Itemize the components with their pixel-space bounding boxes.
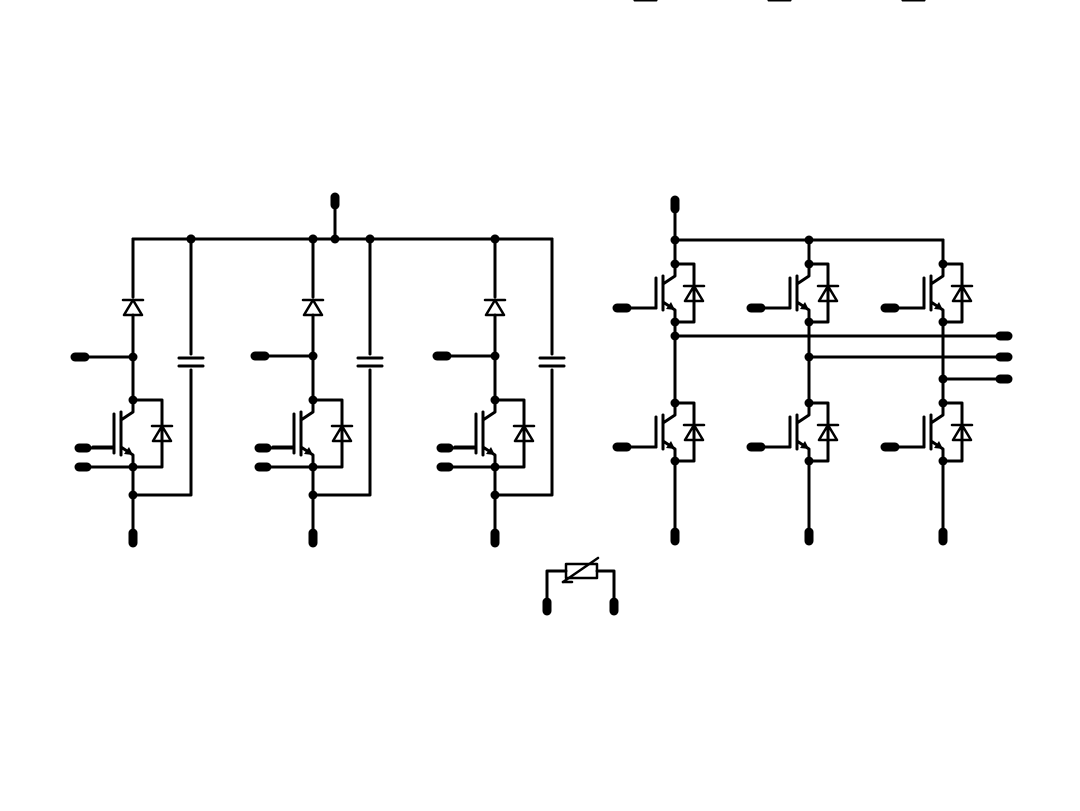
inverter-phase-2: [746, 0, 1013, 546]
ntc-slash: [561, 556, 600, 584]
igbt-emitter-arrow: [934, 441, 943, 449]
capacitor-symbol: [356, 356, 384, 368]
boost-leg-3: [432, 234, 566, 548]
igbt-emitter-arrow: [666, 441, 675, 449]
ntc-lead: [545, 569, 568, 602]
diode-triangle: [484, 298, 506, 317]
capacitor-return: [311, 368, 372, 497]
diode-symbol: [330, 424, 354, 443]
capacitor-return: [493, 368, 554, 497]
antiparallel-loop: [807, 401, 830, 463]
diode-triangle: [513, 424, 535, 443]
diode-symbol: [301, 298, 325, 317]
igbt-collector: [929, 401, 945, 425]
igbt-collector: [299, 398, 315, 422]
low-side-switch: [880, 0, 974, 466]
igbt-collector: [481, 398, 497, 422]
igbt-emitter-arrow: [304, 447, 313, 455]
junction-dot: [186, 234, 196, 244]
igbt-symbol: [901, 0, 945, 324]
boost-leg-1: [70, 234, 205, 548]
capacitor-return: [131, 368, 193, 497]
high-side-switch: [746, 0, 840, 327]
antiparallel-loop: [941, 401, 964, 463]
capacitor-symbol: [538, 356, 566, 368]
igbt-collector: [795, 262, 811, 286]
diode-triangle: [122, 298, 144, 317]
diode-symbol: [816, 284, 840, 303]
igbt-collector: [661, 262, 677, 286]
diode-symbol: [512, 424, 536, 443]
igbt-symbol: [901, 0, 945, 463]
igbt-symbol: [91, 398, 135, 469]
igbt-symbol: [767, 0, 811, 463]
diode-symbol: [950, 423, 974, 442]
boost-stage: [70, 192, 566, 548]
antiparallel-loop: [941, 262, 964, 324]
antiparallel-loop: [807, 262, 830, 324]
high-side-switch: [880, 0, 974, 327]
igbt-emitter-arrow: [486, 447, 495, 455]
igbt-symbol: [271, 398, 315, 469]
diode-symbol: [483, 298, 507, 317]
igbt-symbol: [767, 0, 811, 324]
temperature-sensor: [542, 556, 619, 616]
igbt-collector: [929, 262, 945, 286]
junction-dot: [308, 234, 318, 244]
freewheel-loop: [311, 398, 344, 469]
low-side-switch: [612, 0, 706, 466]
inverter-phase-1: [612, 0, 1013, 546]
diode-symbol: [950, 284, 974, 303]
diode-triangle: [817, 284, 839, 303]
diode-symbol: [121, 298, 145, 317]
diode-symbol: [682, 284, 706, 303]
igbt-collector: [119, 398, 135, 422]
diode-triangle: [951, 284, 973, 303]
igbt-emitter-arrow: [934, 302, 943, 310]
high-side-switch: [612, 0, 706, 327]
igbt-collector: [661, 401, 677, 425]
inverter-phase-3: [880, 0, 1013, 546]
freewheel-loop: [493, 398, 526, 469]
igbt-collector: [795, 401, 811, 425]
diode-symbol: [682, 423, 706, 442]
diode-symbol: [816, 423, 840, 442]
low-side-switch: [746, 0, 840, 466]
diode-triangle: [817, 423, 839, 442]
diode-triangle: [683, 284, 705, 303]
diode-symbol: [150, 424, 174, 443]
igbt-emitter-arrow: [800, 302, 809, 310]
diode-triangle: [151, 424, 173, 443]
igbt-emitter-arrow: [666, 302, 675, 310]
freewheel-loop: [131, 398, 164, 469]
boost-leg-2: [250, 234, 384, 548]
capacitor-symbol: [177, 356, 205, 368]
junction-dot: [490, 234, 500, 244]
igbt-emitter-arrow: [124, 447, 133, 455]
diode-triangle: [302, 298, 324, 317]
igbt-emitter-arrow: [800, 441, 809, 449]
igbt-symbol: [453, 398, 497, 469]
ntc-lead: [595, 569, 616, 602]
igbt-symbol: [633, 0, 677, 463]
diode-triangle: [683, 423, 705, 442]
junction-dot: [330, 234, 340, 244]
antiparallel-loop: [673, 262, 696, 324]
diode-triangle: [331, 424, 353, 443]
diode-triangle: [951, 423, 973, 442]
antiparallel-loop: [673, 401, 696, 463]
igbt-symbol: [633, 0, 677, 324]
inverter-bridge: [612, 0, 1013, 546]
